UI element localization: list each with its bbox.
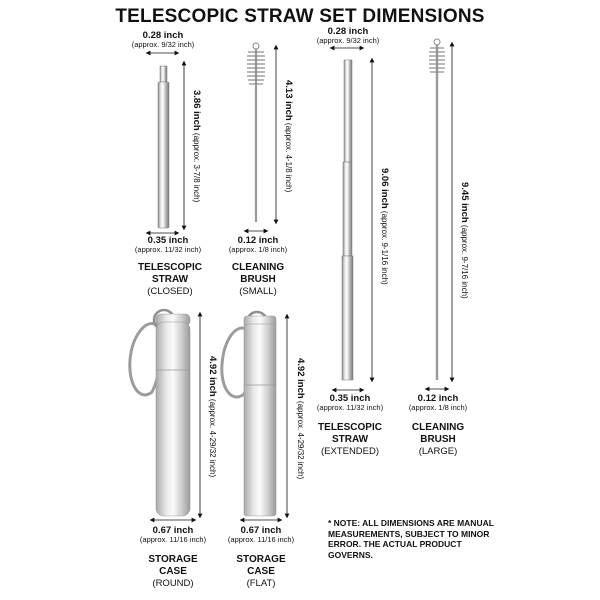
straw-extended-bottom-width: 0.35 inch (approx. 11/32 inch) — [316, 393, 384, 413]
case-round-illustration — [128, 308, 191, 517]
straw-closed-top-width: 0.28 inch (approx. 9/32 inch) — [131, 30, 195, 50]
straw-closed-bottom-width: 0.35 inch (approx. 11/32 inch) — [134, 235, 202, 255]
straw-closed-name: TELESCOPIC STRAW (CLOSED) — [138, 262, 202, 297]
case-flat-bottom-width: 0.67 inch (approx. 11/16 inch) — [227, 525, 295, 545]
case-round-bottom-width: 0.67 inch (approx. 11/16 inch) — [139, 525, 207, 545]
page-title: TELESCOPIC STRAW SET DIMENSIONS — [115, 6, 485, 27]
brush-small-illustration — [247, 42, 265, 222]
straw-closed-illustration — [157, 65, 170, 229]
case-round-length: 4.92 inch (approx. 4-29/32 inch) — [207, 356, 218, 478]
straw-closed-length: 3.86 inch (approx. 3-7/8 inch) — [191, 90, 202, 203]
brush-large-illustration — [429, 38, 445, 380]
case-flat-length: 4.92 inch (approx. 4-29/32 inch) — [295, 358, 306, 480]
straw-extended-length: 9.06 inch (approx. 9-1/16 inch) — [379, 168, 390, 285]
brush-small-length: 4.13 inch (approx. 4-1/8 inch) — [283, 80, 294, 193]
brush-small-bottom-width: 0.12 inch (approx. 1/8 inch) — [228, 235, 288, 255]
brush-large-name: CLEANING BRUSH (LARGE) — [411, 422, 465, 457]
brush-large-bottom-width: 0.12 inch (approx. 1/8 inch) — [408, 393, 468, 413]
straw-extended-illustration — [341, 59, 354, 381]
dimensions-note: * NOTE: ALL DIMENSIONS ARE MANUAL MEASUR… — [328, 518, 494, 560]
brush-large-length: 9.45 inch (approx. 9-7/16 inch) — [459, 182, 470, 299]
brush-small-name: CLEANING BRUSH (SMALL) — [231, 262, 285, 297]
straw-extended-top-width: 0.28 inch (approx. 9/32 inch) — [316, 26, 380, 46]
case-flat-illustration — [220, 310, 277, 517]
case-round-name: STORAGE CASE (ROUND) — [148, 554, 198, 589]
case-flat-name: STORAGE CASE (FLAT) — [236, 554, 286, 589]
straw-extended-name: TELESCOPIC STRAW (EXTENDED) — [318, 422, 382, 457]
